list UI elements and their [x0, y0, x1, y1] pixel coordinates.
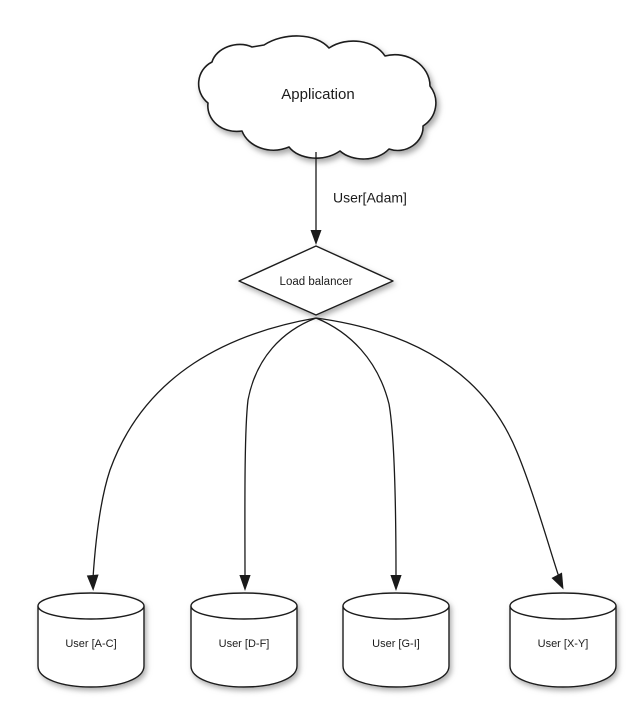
- edge-label-user-adam: User[Adam]: [333, 190, 407, 206]
- arrow-head-lb-db2: [239, 575, 251, 591]
- arrow-head-app-lb: [310, 230, 322, 245]
- cylinder-body-3: [342, 605, 450, 688]
- edge-line-lb-db1: [92, 317, 317, 579]
- cylinder-top-2: [190, 592, 298, 620]
- database-label-3: User [G-I]: [372, 638, 420, 650]
- cylinder-body-2: [190, 605, 298, 688]
- load-balancer-label: Load balancer: [280, 276, 353, 288]
- cloud-shape: [197, 35, 437, 160]
- arrow-head-lb-db3: [390, 575, 402, 591]
- edge-load-balancer-to-db-2: [239, 317, 317, 591]
- edge-load-balancer-to-db-3: [315, 317, 402, 591]
- edge-line-lb-db3: [315, 317, 397, 579]
- arrow-head-lb-db4: [551, 572, 564, 590]
- database-label-1: User [A-C]: [65, 638, 116, 650]
- database-label-4: User [X-Y]: [538, 638, 589, 650]
- edge-load-balancer-to-db-4: [315, 317, 564, 590]
- edge-application-to-load-balancer: User[Adam]: [310, 152, 407, 245]
- cylinder-top-3: [342, 592, 450, 620]
- diamond-shape: [238, 245, 394, 316]
- database-node-4[interactable]: User [X-Y]: [509, 592, 617, 688]
- cloud-label: Application: [281, 86, 354, 103]
- application-cloud-node[interactable]: Application: [197, 35, 437, 160]
- load-balancer-node[interactable]: Load balancer: [238, 245, 394, 316]
- cylinder-body-4: [509, 605, 617, 688]
- arrow-head-lb-db1: [86, 574, 99, 591]
- database-node-2[interactable]: User [D-F]: [190, 592, 298, 688]
- cylinder-body-1: [37, 605, 145, 688]
- cylinder-top-4: [509, 592, 617, 620]
- edge-line-lb-db2: [244, 317, 317, 579]
- edge-line-lb-db4: [315, 317, 560, 578]
- cylinder-top-1: [37, 592, 145, 620]
- database-node-1[interactable]: User [A-C]: [37, 592, 145, 688]
- database-node-3[interactable]: User [G-I]: [342, 592, 450, 688]
- database-label-2: User [D-F]: [219, 638, 270, 650]
- edge-load-balancer-to-db-1: [86, 317, 317, 591]
